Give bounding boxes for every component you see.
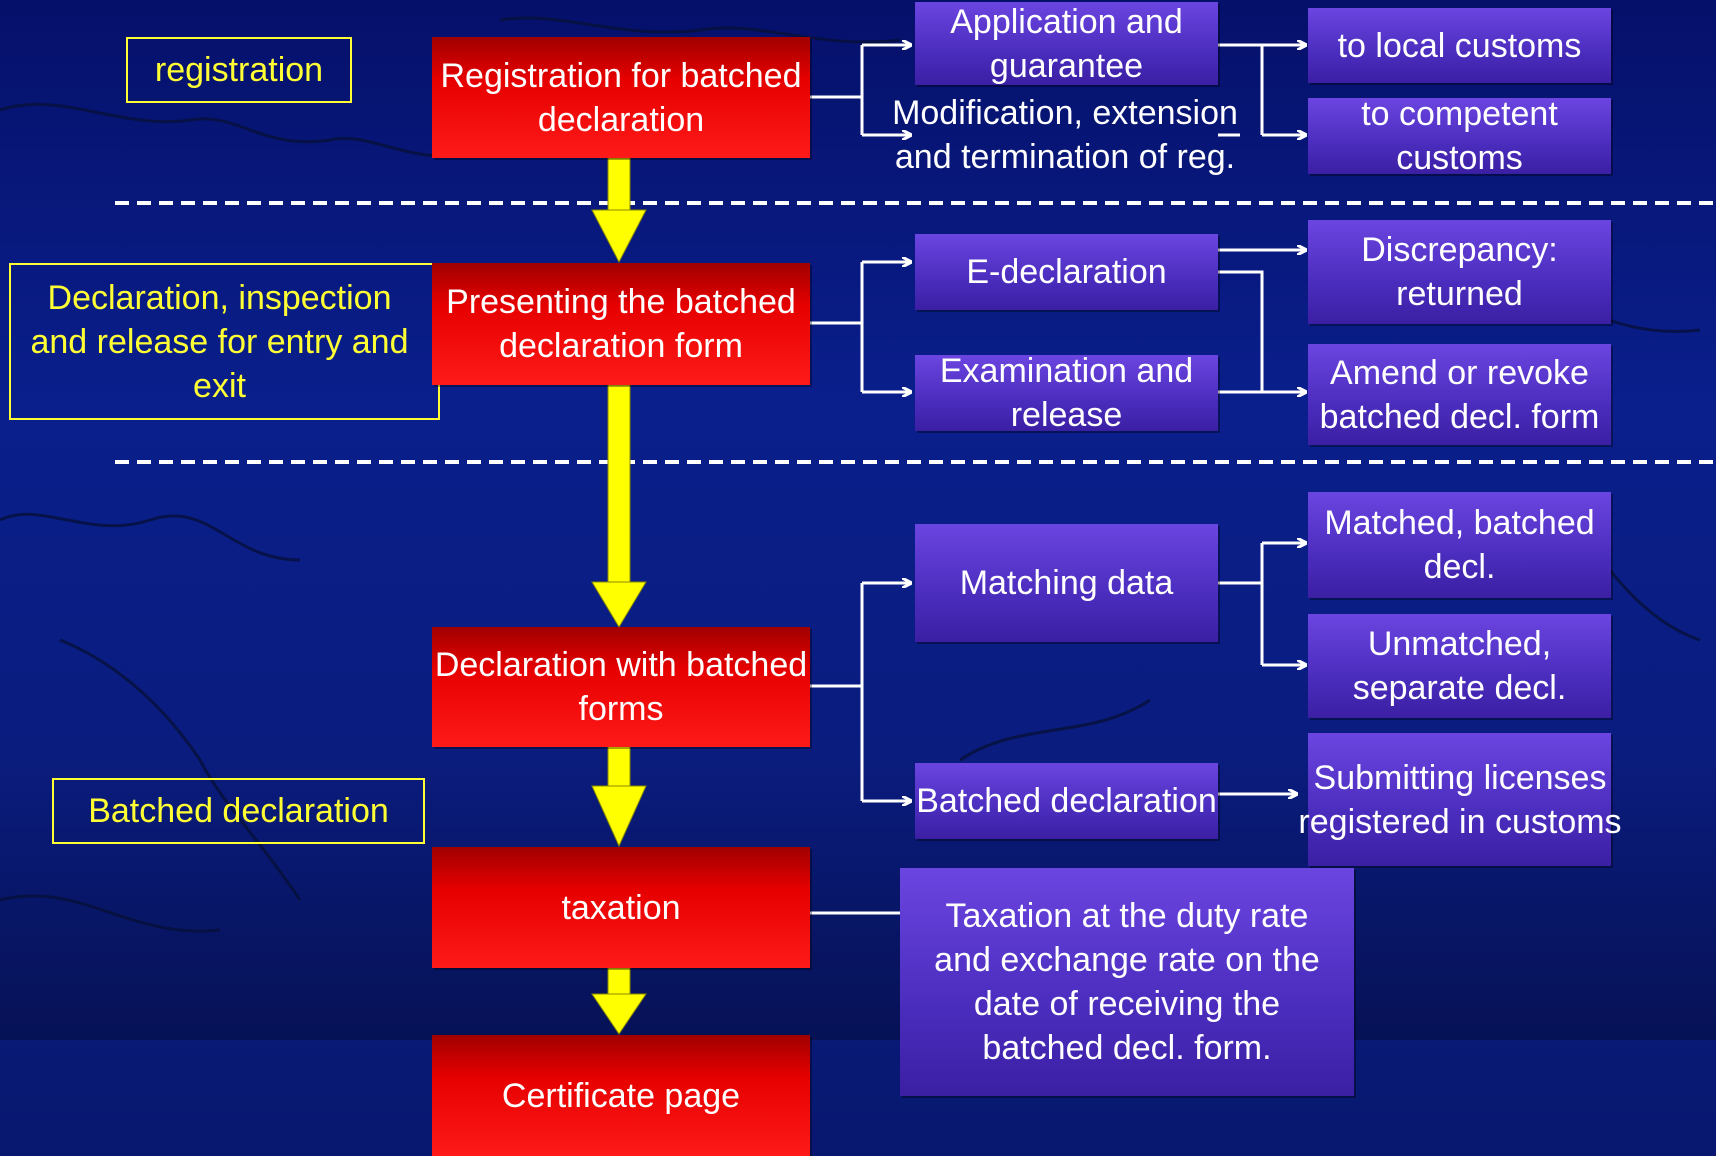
branch-modification: Modification, extension and termination … (892, 94, 1238, 176)
branch-local-customs: to local customs (1308, 8, 1611, 83)
branch-batched-declaration: Batched declaration (915, 763, 1218, 839)
step-certificate-page: Certificate page (432, 1035, 810, 1156)
branch-submitting-licenses-text: Submitting licenses registered in custom… (1298, 759, 1622, 841)
branch-application-guarantee: Application and guarantee (915, 2, 1218, 85)
branch-e-declaration: E-declaration (915, 234, 1218, 310)
branch-examination-release: Examination and release (915, 352, 1218, 434)
label-declaration-inspection-release: Declaration, inspection and release for … (9, 263, 440, 420)
step-taxation: taxation (432, 847, 810, 968)
step-registration: Registration for batched declaration (432, 37, 810, 158)
label-batched-declaration: Batched declaration (52, 778, 425, 844)
branch-competent-customs: to competent customs (1308, 95, 1611, 177)
branch-taxation-note: Taxation at the duty rate and exchange r… (900, 868, 1354, 1096)
branch-unmatched: Unmatched, separate decl. (1308, 614, 1611, 718)
branch-amend-revoke: Amend or revoke batched decl. form (1308, 344, 1611, 445)
branch-discrepancy-returned: Discrepancy: returned (1308, 220, 1611, 324)
branch-matching-data: Matching data (915, 524, 1218, 642)
step-declaration-batched-forms: Declaration with batched forms (432, 627, 810, 747)
branch-submitting-licenses (1308, 733, 1611, 866)
step-presenting-form: Presenting the batched declaration form (432, 263, 810, 385)
branch-matched: Matched, batched decl. (1308, 492, 1611, 598)
label-registration: registration (126, 37, 352, 103)
